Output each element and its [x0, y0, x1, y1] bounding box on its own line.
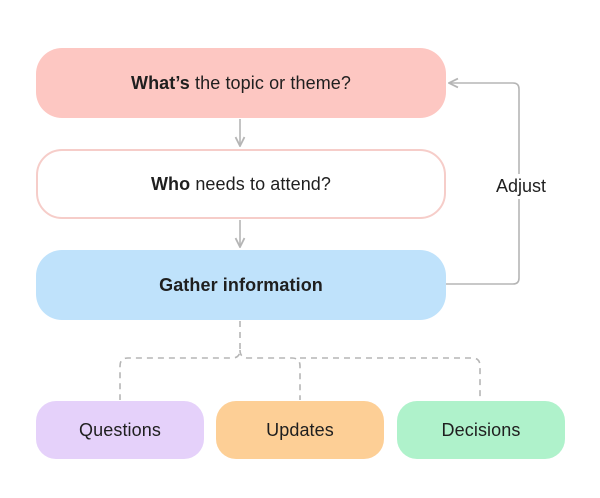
gather-box-label: Gather information [159, 274, 323, 295]
branch-dashed-lines [119, 321, 481, 400]
attend-box-bold: Who [150, 173, 191, 194]
output-questions-label: Questions [79, 419, 161, 440]
topic-box-text: the topic or theme? [189, 72, 352, 93]
topic-box-bold: What’s [130, 72, 190, 93]
output-questions: Questions [36, 401, 204, 459]
output-updates: Updates [216, 401, 384, 459]
attend-box-text: needs to attend? [190, 173, 332, 194]
adjust-label: Adjust [478, 174, 564, 199]
output-decisions: Decisions [397, 401, 565, 459]
gather-box: Gather information [36, 250, 446, 320]
output-updates-label: Updates [266, 419, 334, 440]
topic-box: What’s the topic or theme? [36, 48, 446, 118]
attend-box: Who needs to attend? [36, 149, 446, 219]
output-decisions-label: Decisions [441, 419, 521, 440]
